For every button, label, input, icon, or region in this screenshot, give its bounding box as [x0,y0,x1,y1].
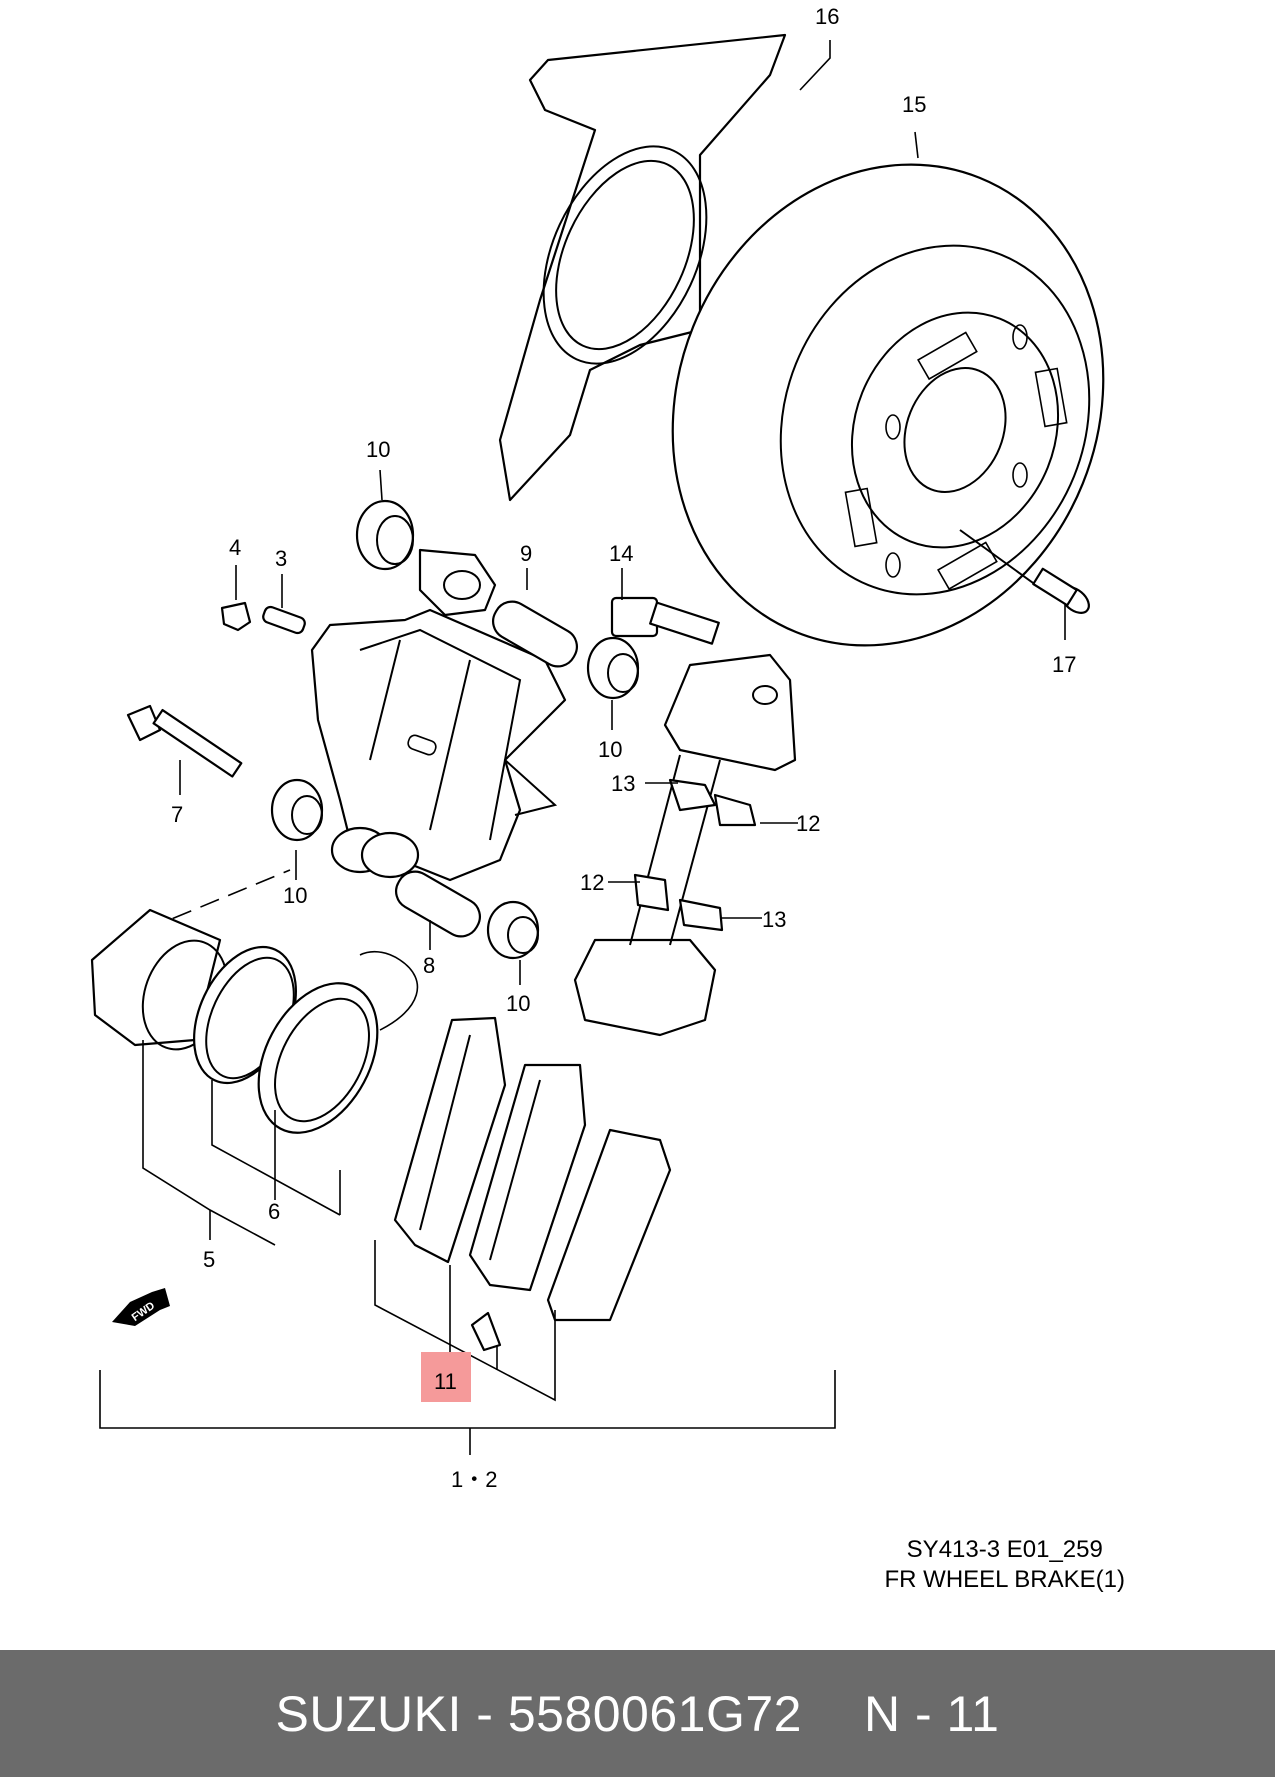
bolt-14 [610,596,720,645]
caliper-body [144,548,567,931]
leader-lines [99,40,1066,1455]
callouts: 16 15 10 4 3 9 14 17 7 10 13 12 10 12 13… [171,4,1076,1492]
fwd-arrow: FWD [112,1288,170,1326]
brake-disc [671,163,1105,647]
diagram-code: SY413-3 E01_259 [906,1536,1103,1563]
pad-clip [470,1311,502,1352]
callout-1-2: 1・2 [451,1467,497,1492]
callout-10: 10 [366,437,390,462]
pin-8 [395,870,481,938]
boot-10-bottom [486,900,540,960]
footer-ref: N - 11 [864,1685,1000,1742]
boot-10-right [586,636,640,700]
parts-diagram: FWD 16 15 10 4 3 [90,4,1105,1492]
callout-10: 10 [598,737,622,762]
diagram-title: FR WHEEL BRAKE(1) [884,1566,1125,1593]
callout-17: 17 [1052,652,1076,677]
callout-5: 5 [203,1247,215,1272]
callout-8: 8 [423,953,435,978]
brake-pad-outer [468,1063,587,1292]
callout-3: 3 [275,546,287,571]
callout-11: 11 [434,1369,457,1394]
disc-screw [959,529,1090,614]
callout-14: 14 [609,541,633,566]
callout-16: 16 [815,4,839,29]
callout-7: 7 [171,802,183,827]
boot-10-top [355,499,415,571]
support-bracket [573,653,797,1037]
callout-4: 4 [229,535,241,560]
callout-9: 9 [520,541,532,566]
callout-10: 10 [283,883,307,908]
dust-shield [498,33,787,502]
callout-6: 6 [268,1199,280,1224]
callout-12: 12 [796,811,820,836]
brake-pad-inner [393,1016,507,1264]
footer-brand-part: SUZUKI - 5580061G72 [275,1685,802,1742]
callout-15: 15 [902,92,926,117]
callout-10: 10 [506,991,530,1016]
callout-13: 13 [611,771,635,796]
highlight-box [421,1352,471,1402]
guide-bolt-7 [126,704,243,778]
callout-12: 12 [580,870,604,895]
diagram-caption: SY413-3 E01_259 FR WHEEL BRAKE(1) [885,1535,1125,1595]
footer-bar: SUZUKI - 5580061G72 N - 11 [0,1650,1275,1777]
piston-boot [257,950,419,1134]
boot-10-left [270,778,324,842]
pin-9 [492,600,578,668]
callout-13: 13 [762,907,786,932]
cap-and-bleeder [220,601,306,635]
